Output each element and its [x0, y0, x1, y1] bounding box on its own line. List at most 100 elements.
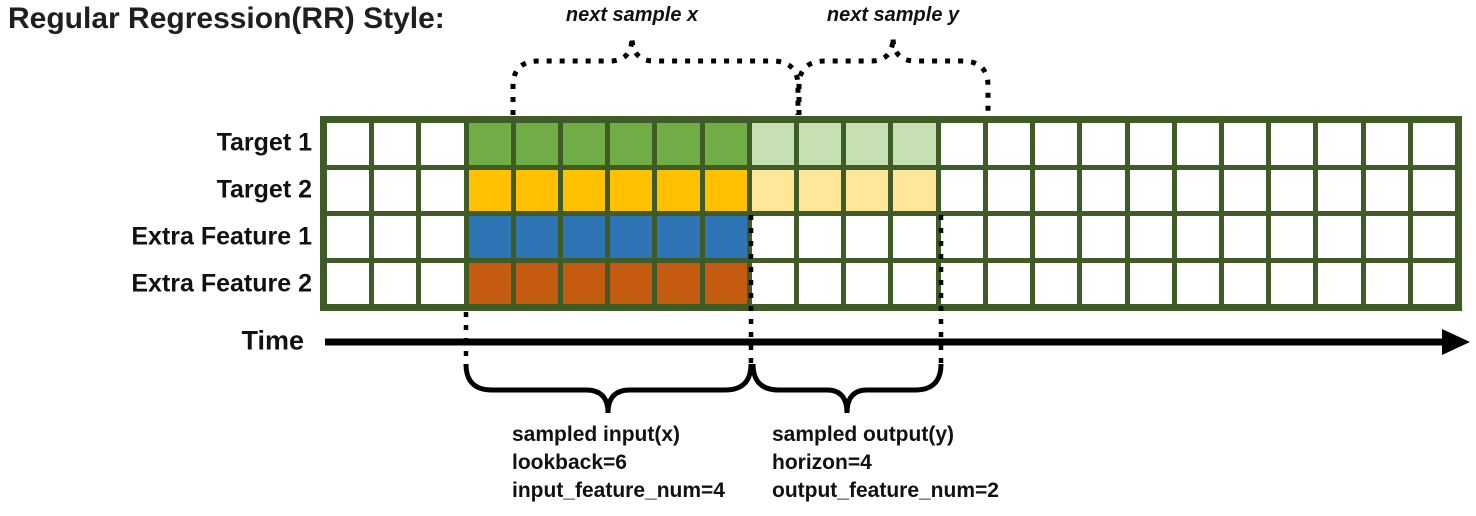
grid-cell: [1176, 169, 1219, 211]
sampled-input-title: sampled input(x): [512, 423, 681, 446]
output-feature-num-value: output_feature_num=2: [772, 479, 999, 502]
sampled-input-brace: [463, 363, 754, 414]
row-label: Target 2: [216, 175, 312, 204]
grid-cell: [1129, 262, 1172, 304]
grid-cell: [1365, 123, 1408, 165]
grid-cell: [421, 123, 464, 165]
grid-cell: [1318, 216, 1361, 258]
next-sample-y-brace: [796, 36, 991, 115]
grid-cell: [657, 169, 700, 211]
grid-cell: [1365, 262, 1408, 304]
grid-cell: [515, 169, 559, 211]
grid-cell: [327, 216, 370, 258]
timeseries-grid: [320, 116, 1462, 311]
grid-cell: [374, 123, 417, 165]
grid-cell: [1176, 123, 1219, 165]
grid-cell: [893, 262, 936, 304]
grid-cell: [1365, 169, 1408, 211]
grid-cell: [515, 123, 559, 165]
grid-cell: [799, 262, 842, 304]
grid-cell: [1271, 262, 1314, 304]
grid-cell: [563, 169, 606, 211]
grid-cell: [751, 216, 795, 258]
grid-cell: [704, 169, 747, 211]
grid-cell: [751, 262, 795, 304]
grid-cell: [987, 169, 1031, 211]
grid-cell: [751, 169, 795, 211]
grid-cell: [1035, 169, 1078, 211]
sampled-input-note: sampled input(x) lookback=6 input_featur…: [512, 421, 725, 505]
grid-cell: [940, 169, 983, 211]
grid-cell: [940, 216, 983, 258]
grid-cell: [704, 262, 747, 304]
grid-cell: [987, 123, 1031, 165]
grid-cell: [563, 262, 606, 304]
grid-cell: [799, 216, 842, 258]
grid-cell: [846, 262, 889, 304]
grid-cell: [515, 262, 559, 304]
grid-cell: [468, 123, 511, 165]
grid-cell: [1082, 169, 1125, 211]
sampled-output-brace: [750, 363, 944, 414]
grid-cell: [1129, 216, 1172, 258]
grid-cell: [327, 169, 370, 211]
grid-cell: [610, 216, 653, 258]
sampled-output-note: sampled output(y) horizon=4 output_featu…: [772, 421, 999, 505]
grid-cell: [751, 123, 795, 165]
grid-cell: [610, 262, 653, 304]
grid-cell: [1318, 123, 1361, 165]
grid-cell: [799, 123, 842, 165]
grid-cell: [327, 123, 370, 165]
row-label: Target 1: [216, 128, 312, 157]
grid-cell: [327, 262, 370, 304]
grid-cell: [421, 169, 464, 211]
grid-cell: [374, 216, 417, 258]
grid-cell: [563, 216, 606, 258]
grid-cell: [515, 216, 559, 258]
grid-cell: [1412, 123, 1455, 165]
grid-cell: [987, 216, 1031, 258]
grid-cell: [1035, 123, 1078, 165]
grid-cell: [1318, 262, 1361, 304]
grid-cell: [940, 123, 983, 165]
grid-cell: [893, 123, 936, 165]
grid-cell: [799, 169, 842, 211]
grid-cell: [704, 216, 747, 258]
row-label: Extra Feature 2: [131, 269, 312, 298]
grid-cell: [421, 216, 464, 258]
grid-cell: [421, 262, 464, 304]
grid-cell: [1412, 169, 1455, 211]
grid-cell: [610, 169, 653, 211]
grid-cell: [846, 216, 889, 258]
grid-cell: [1129, 169, 1172, 211]
grid-cell: [1223, 262, 1267, 304]
grid-cell: [1176, 216, 1219, 258]
grid-cell: [1271, 216, 1314, 258]
horizon-value: horizon=4: [772, 451, 872, 474]
grid-cell: [1223, 123, 1267, 165]
next-sample-y-label: next sample y: [826, 4, 960, 26]
next-sample-x-label: next sample x: [565, 4, 699, 26]
grid-cell: [1176, 262, 1219, 304]
grid-cell: [704, 123, 747, 165]
time-arrow: [325, 329, 1470, 355]
time-axis-label: Time: [241, 325, 304, 356]
grid-cell: [468, 262, 511, 304]
lookback-value: lookback=6: [512, 451, 627, 474]
grid-cell: [1271, 169, 1314, 211]
input-feature-num-value: input_feature_num=4: [512, 479, 725, 502]
grid-cell: [1412, 216, 1455, 258]
grid-cell: [374, 169, 417, 211]
grid-cell: [1318, 169, 1361, 211]
grid-cell: [1082, 216, 1125, 258]
grid-cell: [1223, 169, 1267, 211]
grid-cell: [610, 123, 653, 165]
grid-cell: [1365, 216, 1408, 258]
grid-cell: [893, 169, 936, 211]
grid-cell: [1223, 216, 1267, 258]
grid-cell: [940, 262, 983, 304]
grid-cell: [846, 123, 889, 165]
grid-cell: [1082, 123, 1125, 165]
grid-cell: [1129, 123, 1172, 165]
